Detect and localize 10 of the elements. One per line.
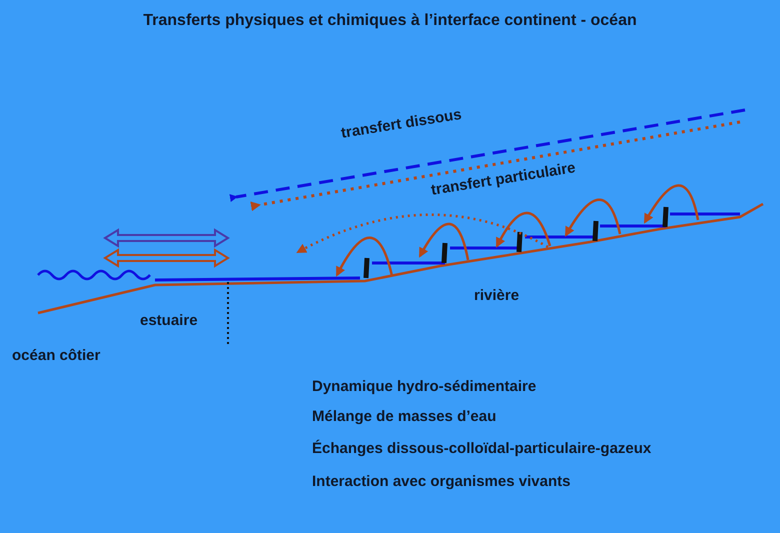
arrow-label: transfert particulaire <box>430 160 577 200</box>
list-item: Échanges dissous-colloïdal-particulaire-gazeux <box>312 441 652 458</box>
list-item: Dynamique hydro-sédimentaire <box>312 379 536 396</box>
region-label: océan côtier <box>12 348 100 364</box>
region-label: rivière <box>474 288 520 304</box>
list-item: Interaction avec organismes vivants <box>312 474 570 490</box>
region-label: estuaire <box>140 313 198 330</box>
list-item: Mélange de masses d’eau <box>312 409 496 426</box>
title: Transferts physiques et chimiques à l’interface continent - océan <box>142 12 638 30</box>
arrow-label: transfert dissous <box>340 106 463 142</box>
